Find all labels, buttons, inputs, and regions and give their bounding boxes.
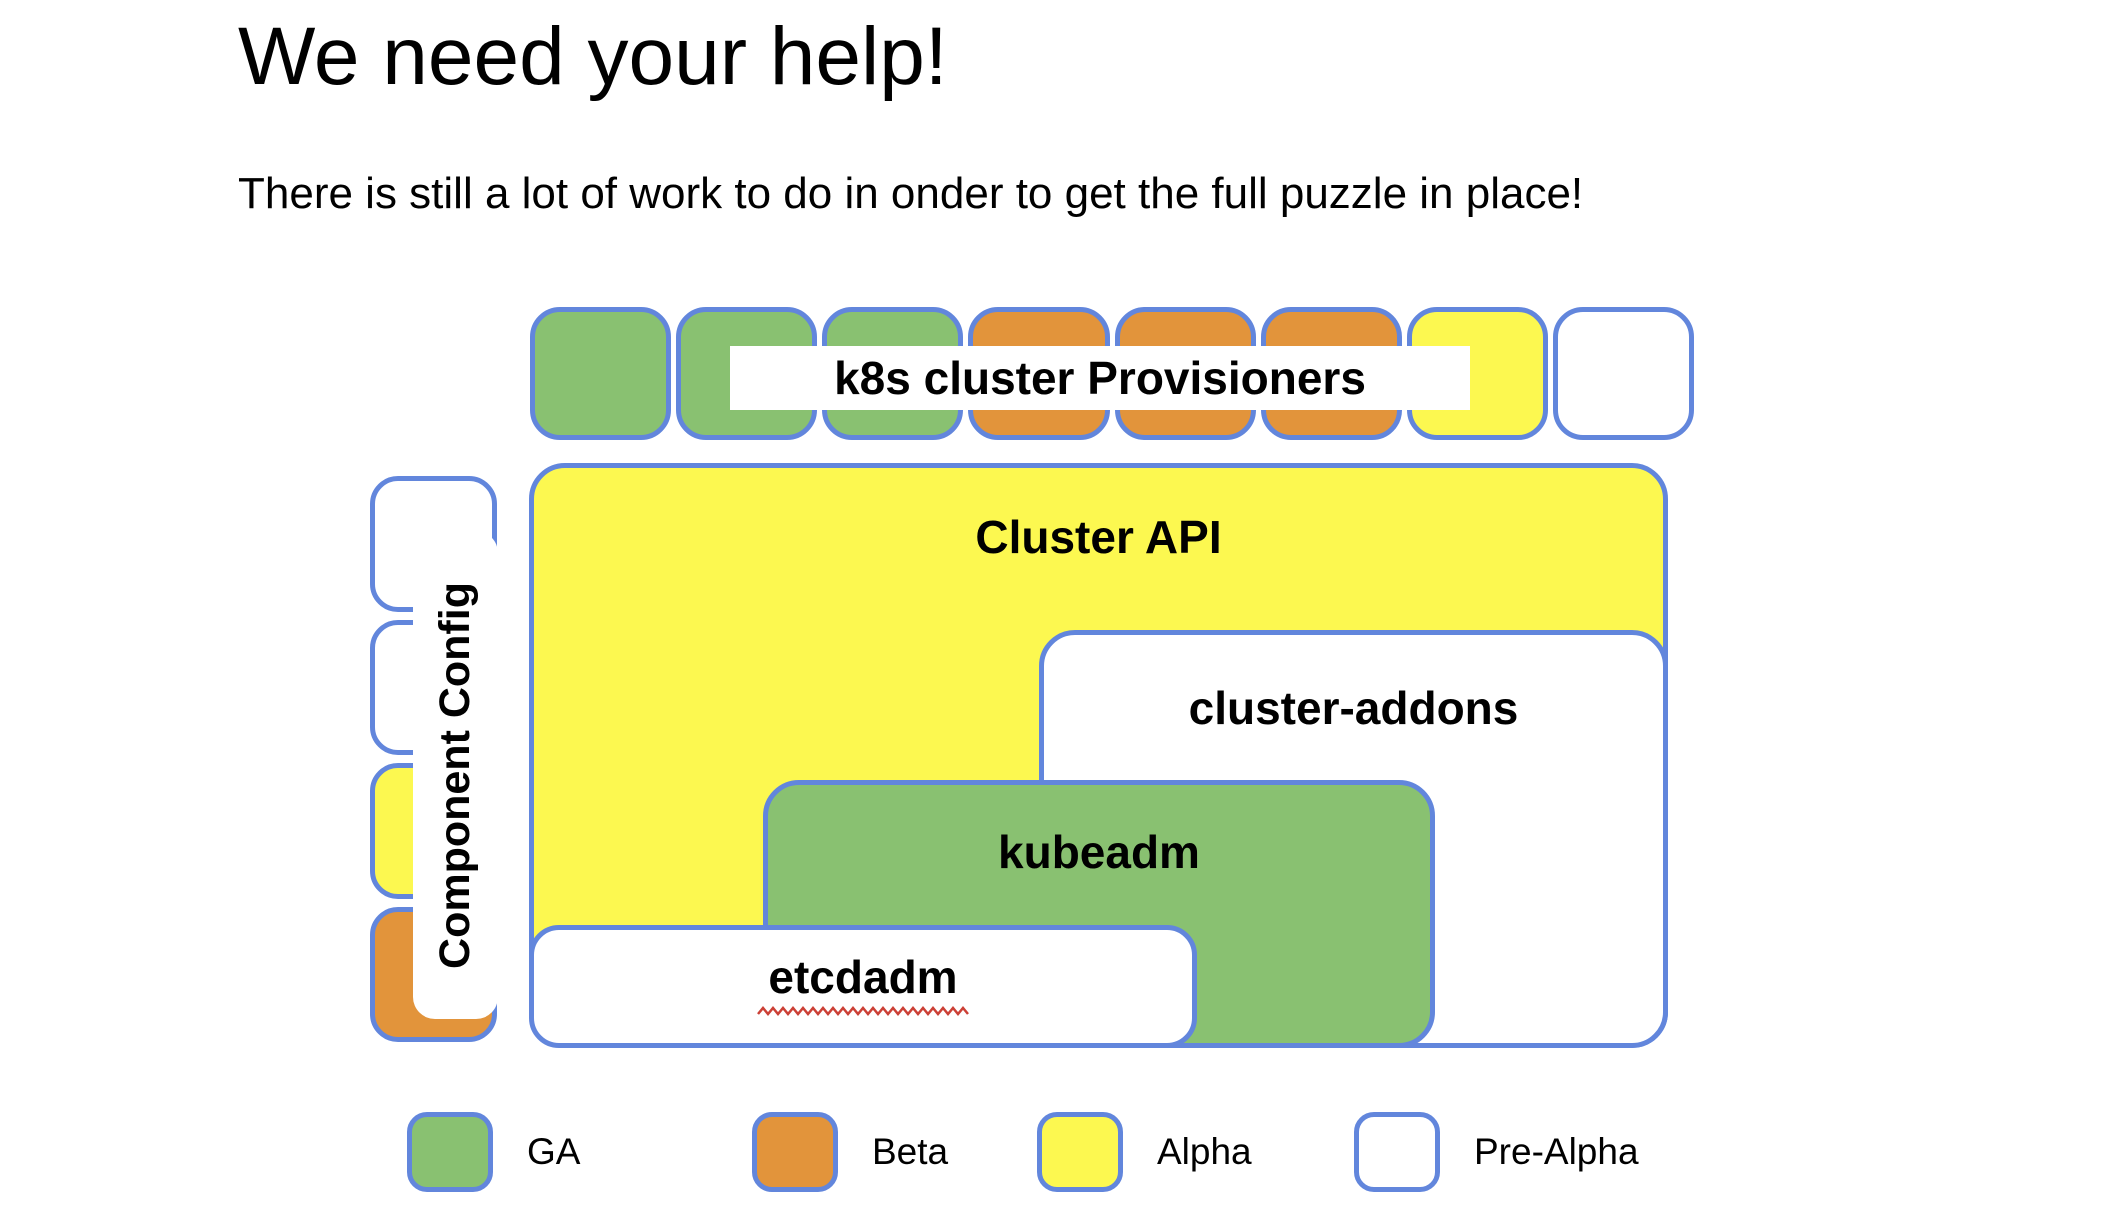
spellcheck-squiggle-icon — [757, 1006, 969, 1016]
puzzle-piece — [530, 307, 672, 440]
puzzle-piece — [1552, 307, 1694, 440]
legend-swatch — [407, 1112, 493, 1192]
page-subtitle: There is still a lot of work to do in on… — [238, 169, 1584, 218]
legend-item: Alpha — [1037, 1112, 1252, 1192]
provisioners-label-text: k8s cluster Provisioners — [834, 352, 1366, 404]
legend-swatch — [1354, 1112, 1440, 1192]
legend-label: Alpha — [1157, 1131, 1252, 1172]
page-title: We need your help! — [238, 11, 948, 102]
legend-item: GA — [407, 1112, 580, 1192]
legend-label: Pre-Alpha — [1474, 1131, 1639, 1172]
kubeadm-title: kubeadm — [998, 826, 1200, 878]
legend-item: Beta — [752, 1112, 948, 1192]
legend-swatch — [1037, 1112, 1123, 1192]
legend-label: GA — [527, 1131, 581, 1172]
cluster-api-title: Cluster API — [975, 511, 1222, 563]
cluster-addons-title: cluster-addons — [1188, 682, 1519, 734]
legend-swatch — [752, 1112, 838, 1192]
etcdadm-box: etcdadm — [529, 925, 1197, 1048]
component-config-label: Component Config — [413, 531, 498, 1019]
component-config-label-text: Component Config — [431, 581, 480, 969]
provisioners-label: k8s cluster Provisioners — [730, 346, 1470, 410]
legend-label: Beta — [872, 1131, 949, 1172]
etcdadm-title: etcdadm — [768, 951, 958, 1003]
legend-item: Pre-Alpha — [1354, 1112, 1639, 1192]
